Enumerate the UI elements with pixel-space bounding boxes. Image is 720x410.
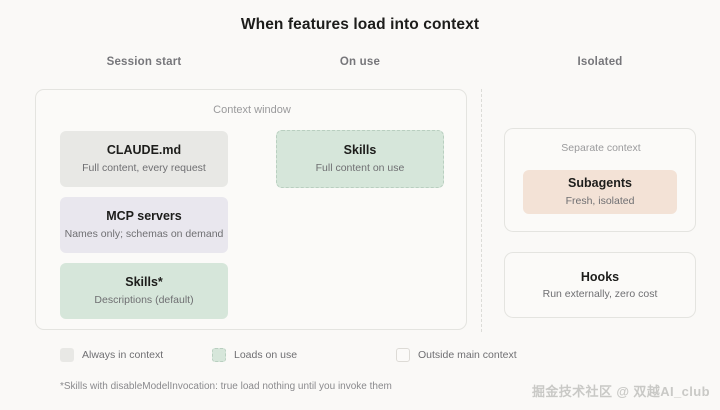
- card-hooks-subtitle: Run externally, zero cost: [542, 288, 658, 300]
- page-title: When features load into context: [240, 16, 480, 33]
- card-mcp-servers[interactable]: MCP servers Names only; schemas on deman…: [60, 197, 228, 253]
- card-skills-descriptions-title: Skills*: [125, 274, 163, 289]
- card-skills-on-use-subtitle: Full content on use: [315, 162, 405, 175]
- footnote: *Skills with disableModelInvocation: tru…: [60, 381, 392, 392]
- legend-swatch-always-in-context: [60, 348, 74, 362]
- legend-item-always-in-context: Always in context: [60, 348, 163, 362]
- card-skills-on-use-title: Skills: [343, 142, 377, 157]
- legend-label-outside-main-context: Outside main context: [418, 349, 517, 361]
- card-mcp-servers-title: MCP servers: [106, 208, 182, 223]
- legend: Always in context Loads on use Outside m…: [60, 348, 660, 368]
- card-mcp-servers-subtitle: Names only; schemas on demand: [64, 228, 224, 241]
- vertical-dashed-divider: [481, 89, 482, 332]
- watermark: 掘金技术社区 @ 双越AI_club: [531, 384, 710, 399]
- card-claude-md-subtitle: Full content, every request: [82, 162, 206, 175]
- card-skills-on-use[interactable]: Skills Full content on use: [276, 130, 444, 188]
- context-window-label: Context window: [213, 104, 291, 116]
- card-subagents-title: Subagents: [568, 175, 632, 190]
- legend-swatch-loads-on-use: [212, 348, 226, 362]
- legend-label-loads-on-use: Loads on use: [234, 349, 298, 361]
- card-skills-descriptions-subtitle: Descriptions (default): [94, 294, 194, 307]
- legend-label-always-in-context: Always in context: [82, 349, 164, 361]
- card-subagents[interactable]: Subagents Fresh, isolated: [523, 170, 677, 214]
- column-header-isolated: Isolated: [577, 56, 623, 68]
- legend-item-loads-on-use: Loads on use: [212, 348, 297, 362]
- column-header-on-use: On use: [339, 56, 381, 68]
- card-subagents-subtitle: Fresh, isolated: [565, 195, 635, 208]
- separate-context-label: Separate context: [561, 142, 641, 154]
- column-header-session-start: Session start: [106, 56, 182, 68]
- card-skills-descriptions[interactable]: Skills* Descriptions (default): [60, 263, 228, 319]
- card-hooks-title: Hooks: [580, 270, 620, 284]
- legend-swatch-outside-main-context: [396, 348, 410, 362]
- card-claude-md[interactable]: CLAUDE.md Full content, every request: [60, 131, 228, 187]
- card-hooks[interactable]: Hooks Run externally, zero cost: [504, 252, 696, 318]
- card-claude-md-title: CLAUDE.md: [106, 142, 182, 157]
- legend-item-outside-main-context: Outside main context: [396, 348, 517, 362]
